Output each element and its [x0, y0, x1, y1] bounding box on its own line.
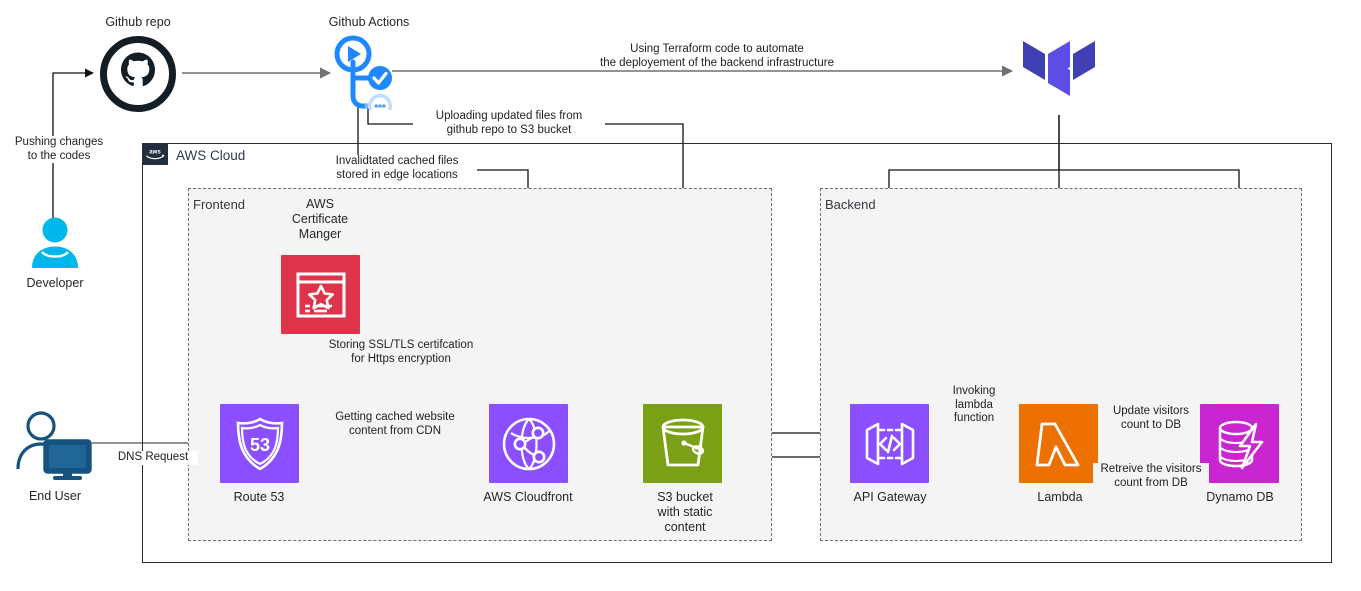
github-icon — [99, 36, 177, 117]
aws-cloud-container — [142, 143, 1332, 563]
edge-label-uploading-files: Uploading updated files from github repo… — [413, 110, 605, 137]
edge-label-invoking-lambda: Invoking lambda function — [938, 385, 1010, 426]
group-backend-label: Backend — [825, 197, 876, 212]
user-avatar-icon — [30, 216, 80, 275]
cloudfront-label: AWS Cloudfront — [483, 490, 573, 504]
cloudfront-icon[interactable] — [489, 404, 568, 483]
svg-text:53: 53 — [249, 435, 269, 455]
group-frontend-label: Frontend — [193, 197, 246, 212]
github-actions-icon — [331, 32, 395, 118]
aws-logo-icon: aws — [142, 143, 168, 165]
end-user-label: End User — [28, 489, 82, 503]
edge-label-pushing-changes: Pushing changes to the codes — [2, 136, 116, 163]
edge-label-retrieve-visitors: Retreive the visitors count from DB — [1093, 463, 1209, 490]
edge-label-update-visitors: Update visitors count to DB — [1103, 405, 1199, 432]
route-53-icon[interactable]: 53 — [220, 404, 299, 483]
edge-label-dns-request: DNS Request — [108, 451, 198, 465]
api-gateway-label: API Gateway — [853, 490, 927, 504]
route-53-label: Route 53 — [233, 490, 285, 504]
github-repo-label: Github repo — [105, 15, 171, 29]
lambda-icon[interactable] — [1019, 404, 1098, 483]
edge-label-invalidated-cache: Invalidtated cached files stored in edge… — [317, 155, 477, 182]
developer-label: Developer — [26, 276, 84, 290]
acm-label: AWS Certificate Manger — [291, 197, 349, 241]
aws-certificate-manager-icon[interactable] — [281, 255, 360, 334]
aws-cloud-label: AWS Cloud — [176, 148, 246, 163]
end-user-workstation-icon — [12, 411, 96, 488]
edge-label-terraform-automate: Using Terraform code to automate the dep… — [570, 43, 864, 70]
edge-label-cached-content: Getting cached website content from CDN — [318, 411, 472, 438]
dynamodb-icon[interactable] — [1200, 404, 1279, 483]
terraform-icon — [1022, 33, 1098, 120]
group-backend — [820, 188, 1302, 541]
dynamodb-label: Dynamo DB — [1206, 490, 1274, 504]
svg-text:aws: aws — [149, 149, 161, 155]
lambda-label: Lambda — [1037, 490, 1083, 504]
edge-label-storing-ssl: Storing SSL/TLS certifcation for Https e… — [320, 339, 482, 366]
api-gateway-icon[interactable] — [850, 404, 929, 483]
github-actions-label: Github Actions — [328, 15, 410, 29]
s3-bucket-label: S3 bucket with static content — [657, 490, 713, 534]
s3-bucket-icon[interactable] — [643, 404, 722, 483]
